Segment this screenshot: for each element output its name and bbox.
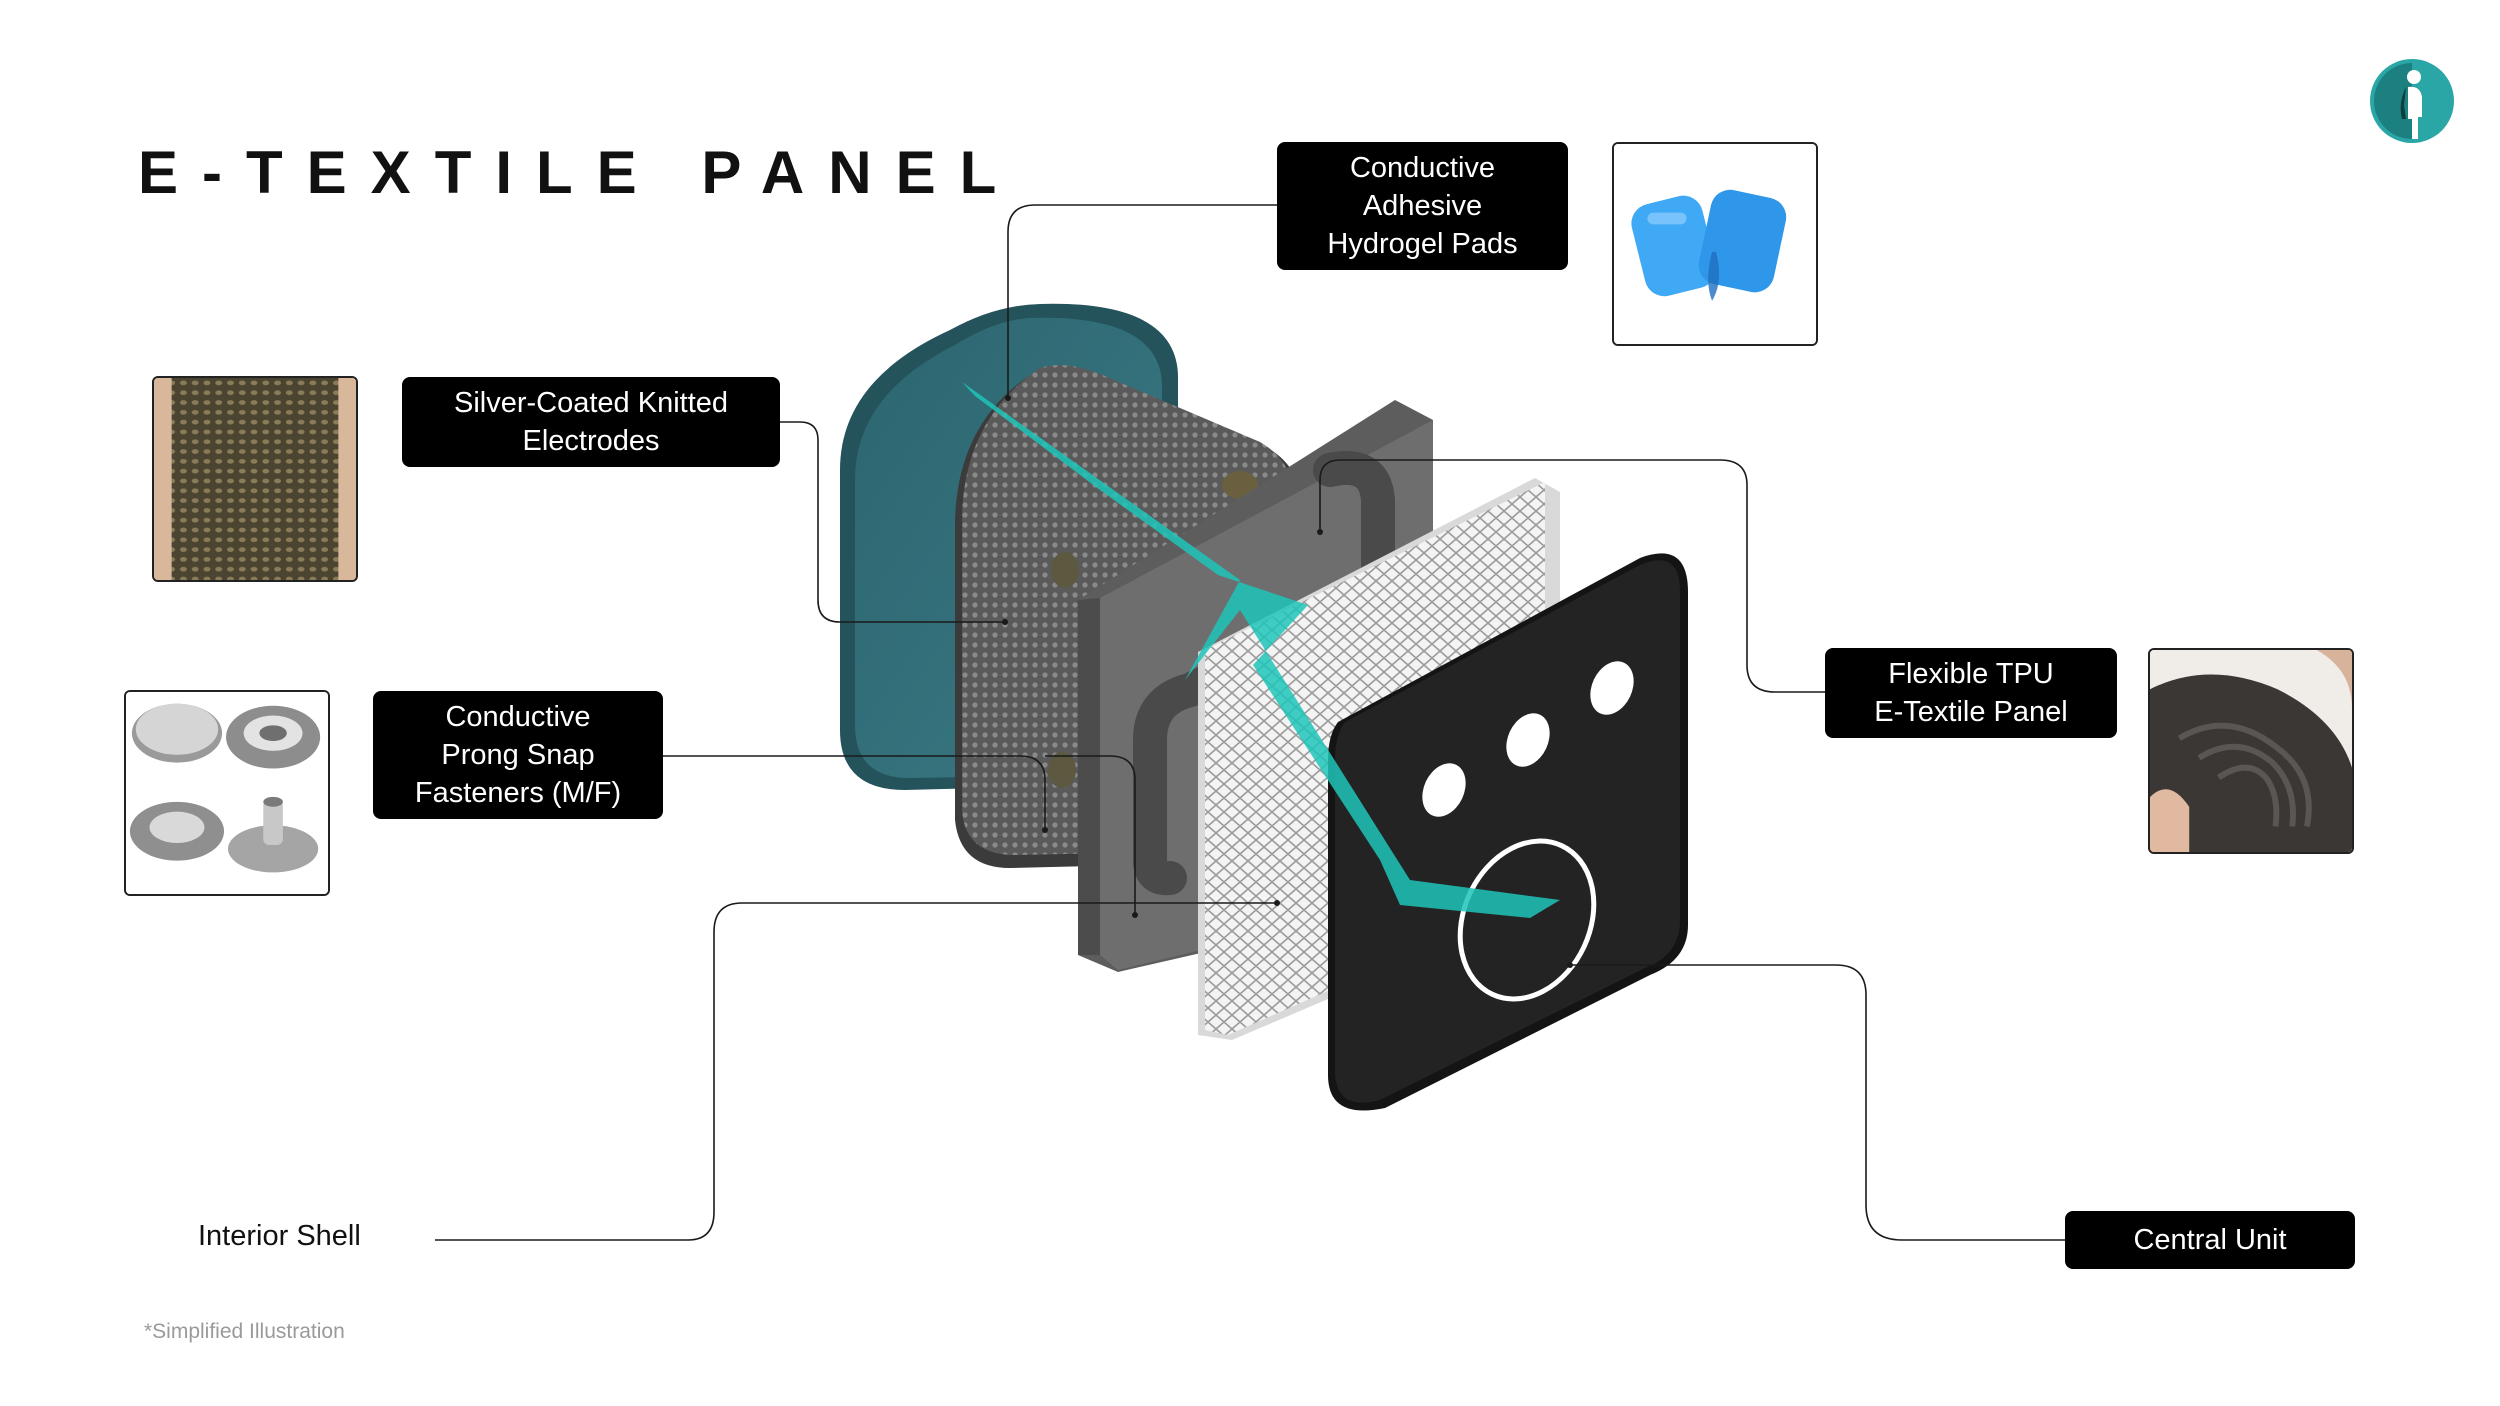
fasteners-label: Conductive Prong Snap Fasteners (M/F) <box>373 691 663 819</box>
indicator-light-icon <box>1422 763 1466 817</box>
hydrogel-label-line: Conductive <box>1349 152 1496 184</box>
snap-fasteners-photo <box>124 690 330 896</box>
indicator-light-icon <box>1590 661 1634 715</box>
brand-logo <box>2368 57 2456 145</box>
person-silhouette-logo-icon <box>2370 59 2454 143</box>
tpu-panel-photo <box>2148 648 2354 854</box>
interior-shell-label: Interior Shell <box>198 1220 361 1252</box>
hydrogel-pads-photo <box>1612 142 1818 346</box>
knitted-electrode-photo <box>152 376 358 582</box>
tpu-label-line: Flexible TPU <box>1888 658 2054 690</box>
central-unit-label-text: Central Unit <box>2133 1224 2287 1256</box>
page-title: E-TEXTILE PANEL <box>138 139 1021 206</box>
central-unit-label: Central Unit <box>2065 1211 2355 1269</box>
hydrogel-pads-label: Conductive Adhesive Hydrogel Pads <box>1277 142 1568 270</box>
electrodes-label-line: Electrodes <box>522 425 660 457</box>
fasteners-label-line: Fasteners (M/F) <box>414 777 622 809</box>
electrodes-label-line: Silver-Coated Knitted <box>453 387 729 419</box>
leader-lines <box>435 204 2065 1241</box>
tpu-panel-label: Flexible TPU E-Textile Panel <box>1825 648 2117 738</box>
fasteners-label-line: Conductive <box>445 701 591 733</box>
leader-endpoints <box>1002 395 1573 968</box>
central-unit-layer <box>1328 553 1688 1111</box>
hydrogel-label-line: Hydrogel Pads <box>1327 228 1518 260</box>
hydrogel-label-line: Adhesive <box>1362 190 1483 222</box>
fasteners-label-line: Prong Snap <box>441 739 595 771</box>
electrodes-label: Silver-Coated Knitted Electrodes <box>402 377 780 467</box>
tpu-label-line: E-Textile Panel <box>1874 696 2068 728</box>
footnote: *Simplified Illustration <box>144 1320 345 1343</box>
indicator-light-icon <box>1506 713 1550 767</box>
